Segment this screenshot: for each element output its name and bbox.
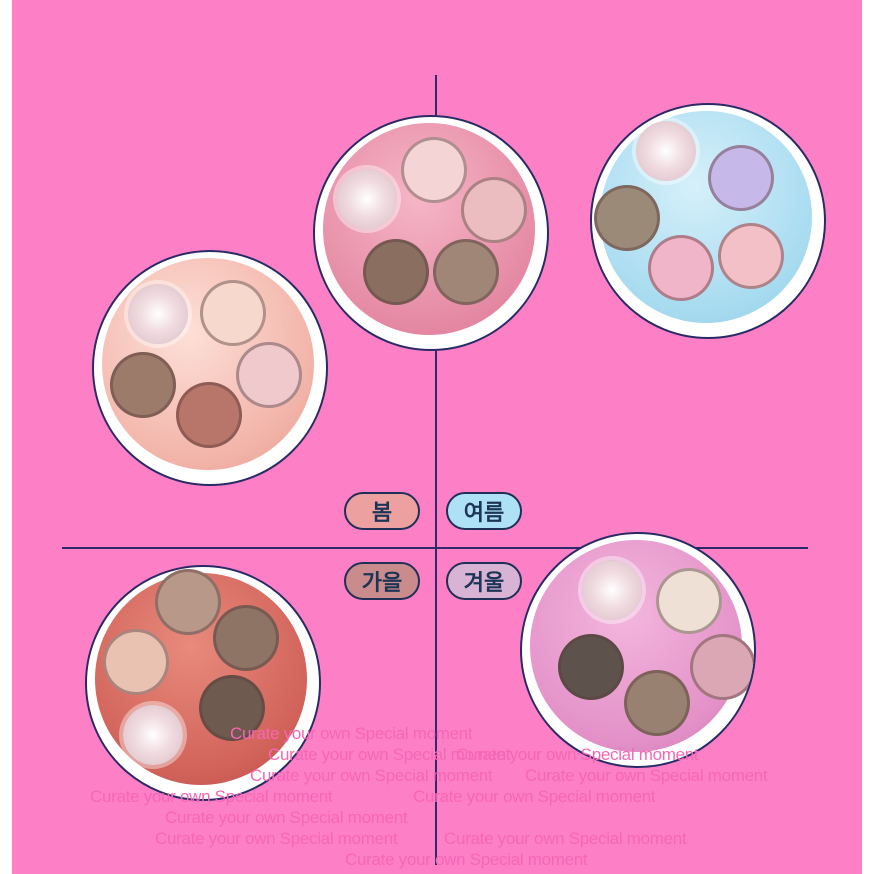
embossed-flower-pan xyxy=(636,121,696,181)
horizontal-divider xyxy=(62,547,808,549)
winter-label: 겨울 xyxy=(446,562,522,600)
pink-palette-image xyxy=(313,115,549,351)
spring-label: 봄 xyxy=(344,492,420,530)
summer-palette-image xyxy=(590,103,826,339)
embossed-flower-pan xyxy=(337,169,397,229)
embossed-flower-pan xyxy=(123,705,183,765)
vertical-divider xyxy=(435,75,437,865)
spring-palette-image xyxy=(92,250,328,486)
autumn-label: 가을 xyxy=(344,562,420,600)
embossed-flower-pan xyxy=(582,560,642,620)
embossed-flower-pan xyxy=(128,284,188,344)
winter-palette-image xyxy=(520,532,756,768)
summer-label: 여름 xyxy=(446,492,522,530)
autumn-palette-image xyxy=(85,565,321,801)
